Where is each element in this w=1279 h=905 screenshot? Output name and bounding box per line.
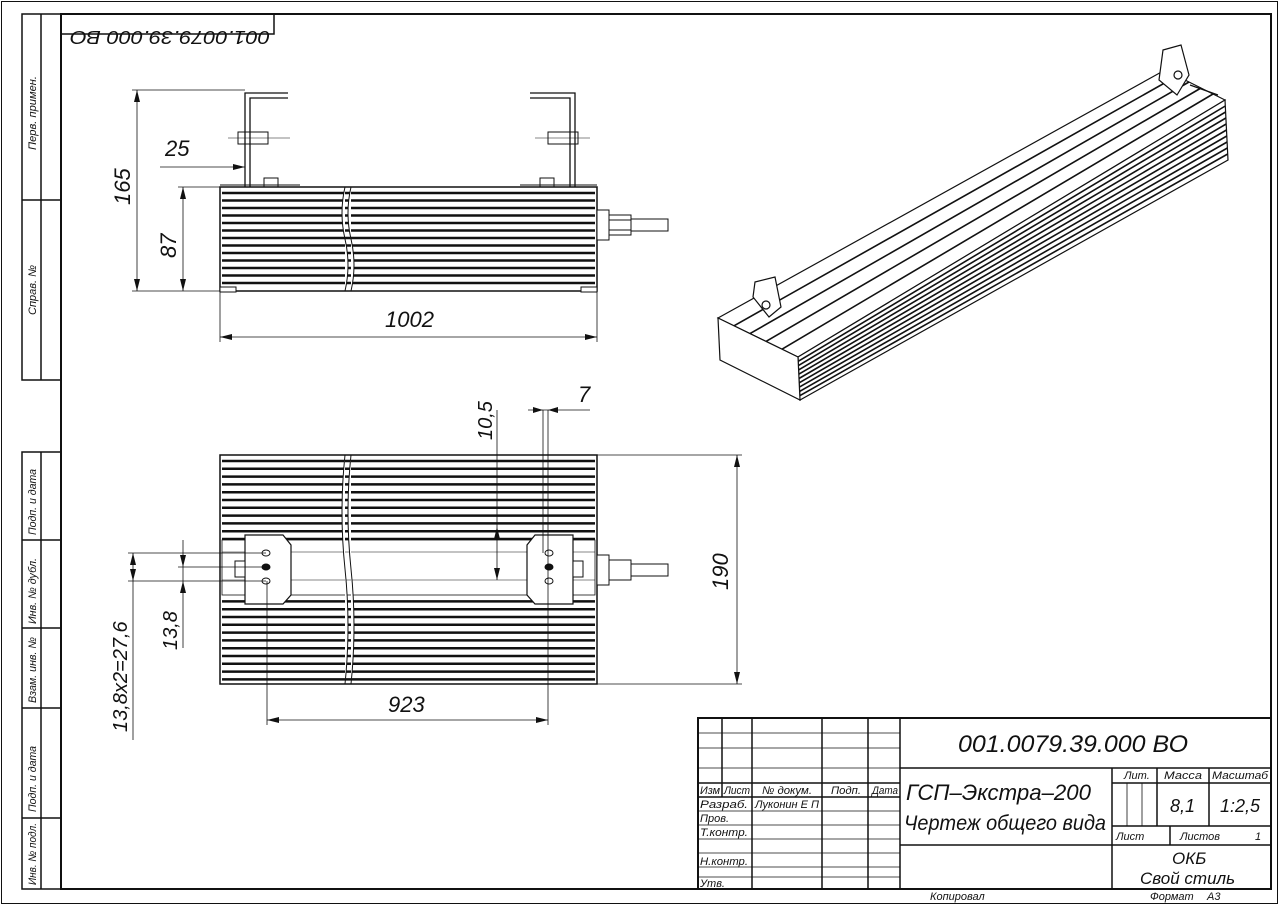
dim-13-8: 13,8 (160, 611, 182, 650)
front-dimension-lines (132, 89, 598, 342)
dim-10-5: 10,5 (475, 400, 497, 440)
label-podp-data-2: Подп. и дата (27, 746, 39, 812)
label-mass: Масса (1164, 770, 1202, 782)
label-perv-primen: Перв. примен. (27, 76, 39, 150)
heatsink-fin (799, 153, 1229, 397)
heatsink-fin (749, 81, 1190, 335)
heatsink-fin (797, 105, 1226, 362)
label-lit: Лит. (1123, 770, 1150, 782)
header-list: Лист (723, 785, 750, 797)
role-razrab: Разраб. (700, 799, 748, 811)
role-tkontr: Т.контр. (700, 827, 748, 839)
product-name: ГСП–Экстра–200 (906, 780, 1092, 805)
dim-13-8x2: 13,8х2=27,6 (110, 620, 132, 732)
dim-165: 165 (110, 168, 135, 205)
header-podp: Подп. (831, 785, 861, 797)
org-line-1: ОКБ (1172, 849, 1206, 868)
role-utv: Утв. (699, 878, 725, 890)
heatsink-fin (798, 117, 1227, 371)
heatsink-fin (781, 93, 1214, 350)
dim-87: 87 (156, 233, 181, 258)
dim-923: 923 (388, 692, 425, 717)
role-nkontr: Н.контр. (700, 856, 748, 868)
dim-7: 7 (578, 382, 591, 407)
role-prov: Пров. (700, 813, 729, 825)
org-line-2: Свой стиль (1140, 869, 1235, 888)
heatsink-fin (765, 87, 1202, 343)
side-strip (21, 13, 62, 890)
heatsink-fin (799, 141, 1228, 388)
label-format: Формат (1150, 891, 1194, 903)
scale-value: 1:2,5 (1220, 796, 1261, 816)
heatsink-fin (798, 135, 1228, 384)
bottom-view (219, 454, 669, 685)
bottom-dimension-lines (128, 409, 742, 740)
top-stamp-designation: 001.0079.39.000 ВО (70, 27, 270, 47)
isometric-view (716, 44, 1229, 401)
label-sprav-no: Справ. № (27, 265, 39, 315)
header-izm: Изм (700, 785, 720, 797)
label-copied: Копировал (930, 891, 985, 903)
title-block (697, 717, 1272, 890)
dim-1002: 1002 (385, 307, 434, 332)
dim-25: 25 (164, 136, 190, 161)
top-stamp-box (60, 13, 275, 35)
mass-value: 8,1 (1170, 796, 1195, 816)
heatsink-fin (799, 147, 1228, 393)
document-name: Чертеж общего вида (904, 812, 1106, 835)
label-sheet: Лист (1115, 831, 1144, 843)
designation: 001.0079.39.000 ВО (958, 731, 1188, 758)
label-inv-podl: Инв. № подл. (27, 823, 39, 885)
heatsink-fin (798, 123, 1227, 375)
label-scale: Масштаб (1212, 770, 1269, 782)
front-view (219, 92, 669, 293)
header-doc-no: № докум. (762, 785, 812, 797)
value-format: А3 (1206, 891, 1221, 903)
label-sheets: Листов (1179, 831, 1220, 843)
label-inv-dubl: Инв. № дубл. (27, 558, 39, 624)
value-sheets: 1 (1255, 831, 1261, 843)
dim-190: 190 (708, 553, 733, 590)
header-data: Дата (870, 785, 898, 797)
heatsink-fin (798, 129, 1227, 380)
label-podp-data-1: Подп. и дата (27, 469, 39, 535)
name-razrab: Луконин Е П (754, 799, 819, 811)
heatsink-fin (733, 75, 1178, 327)
heatsink-fin (797, 111, 1227, 367)
label-vzam-inv: Взам. инв. № (27, 637, 39, 703)
